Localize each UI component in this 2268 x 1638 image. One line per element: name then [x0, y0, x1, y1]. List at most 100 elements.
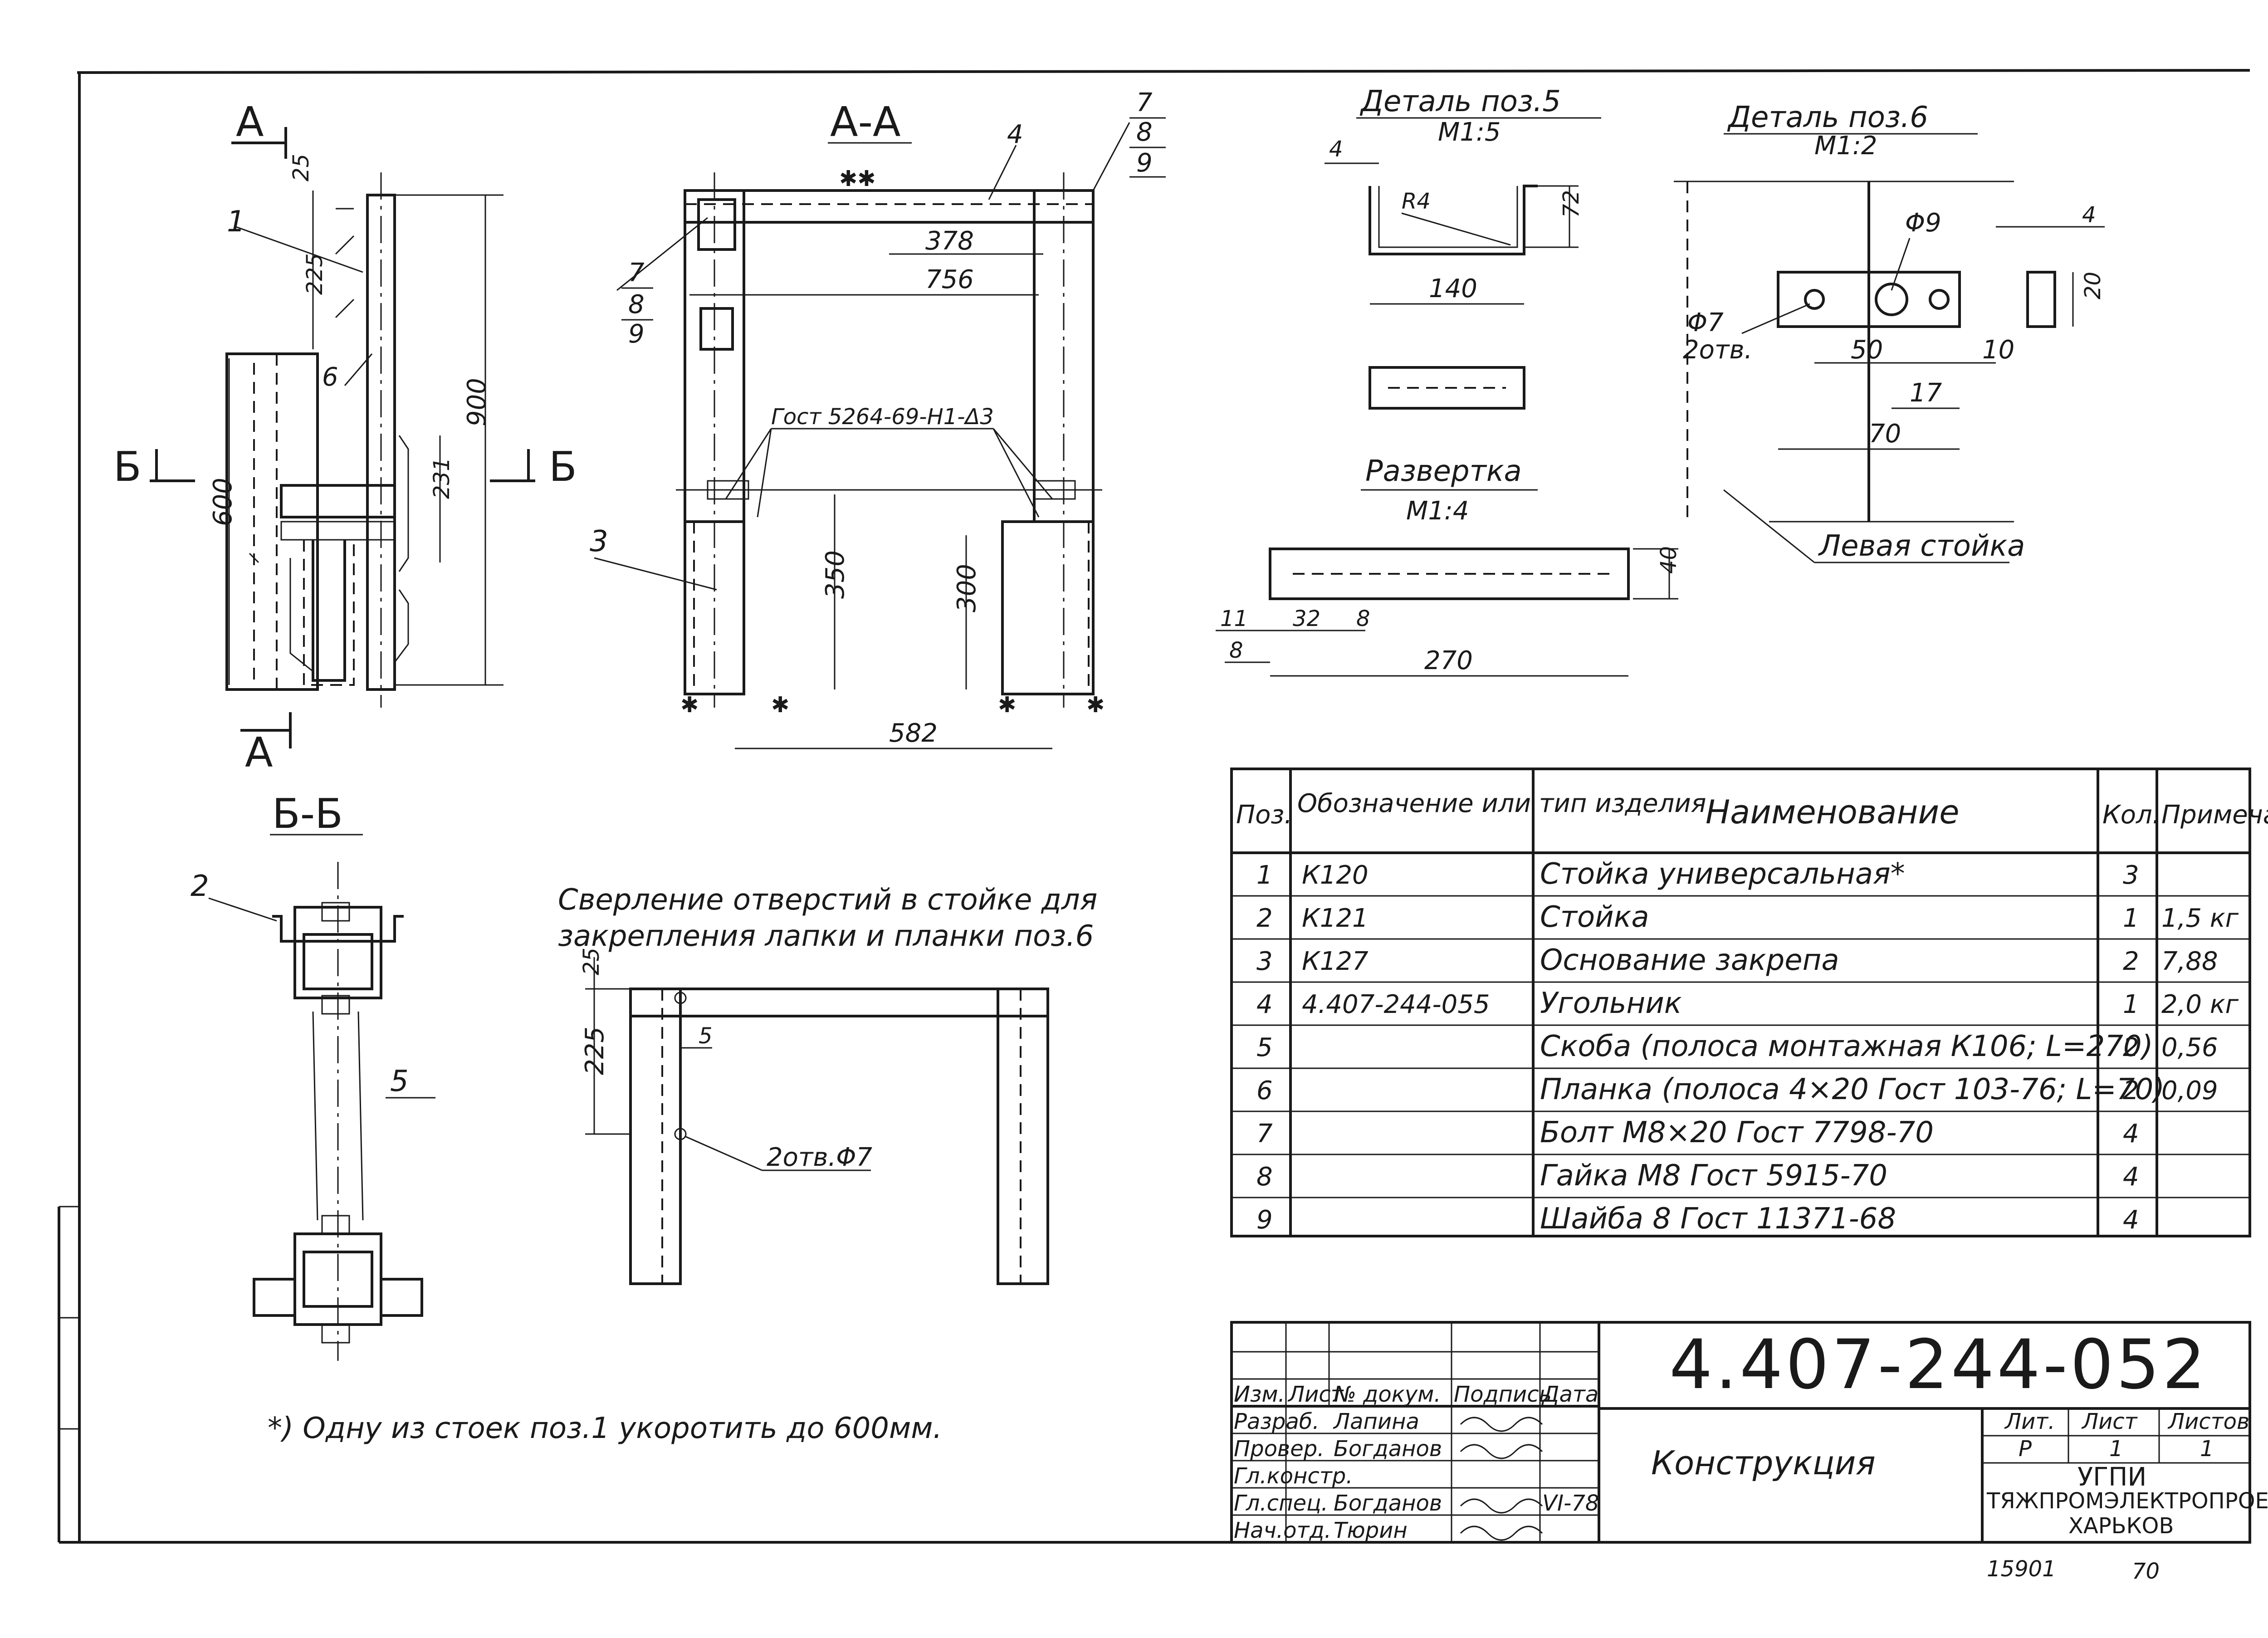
r-dim-40: 40: [1656, 546, 1681, 574]
pos-1-callout: 1: [227, 205, 245, 239]
spec-cell-r5-c5: 0,56: [2161, 1033, 2218, 1062]
section-aa-title: А-А: [830, 98, 901, 146]
section-bb-title: Б-Б: [272, 790, 343, 838]
dim-300: 300: [952, 564, 982, 612]
section-a-label-top: А: [236, 98, 264, 146]
signature-prover: [1460, 1444, 1543, 1459]
drill-dim-225: 225: [580, 1027, 610, 1075]
dim-582: 582: [889, 719, 938, 748]
d6-dim-phi7: Φ7: [1687, 308, 1724, 337]
r-dim-32: 32: [1293, 606, 1320, 631]
detail-pos-5: Деталь поз.5 М1:5 72 4 R4 140: [1325, 85, 1601, 410]
spec-header-designation: Обозначение или тип изделия: [1297, 789, 1706, 818]
tb-col-data: Дата: [1541, 1382, 1598, 1407]
spec-cell-r9-c3: Шайба 8 Гост 11371-68: [1540, 1202, 1896, 1236]
spec-cell-r3-c4: 2: [2123, 947, 2139, 976]
dim-231: 231: [429, 457, 455, 499]
detail-pos-6: Деталь поз.6 М1:2 Φ9 Φ7 2отв. 4 20 50 10…: [1674, 101, 2106, 563]
d6-dim-2otv: 2отв.: [1683, 335, 1752, 365]
tb-role-3: Гл.спец.: [1234, 1491, 1328, 1516]
razvertka-title: Развертка: [1365, 455, 1522, 488]
tb-role-1: Провер.: [1234, 1436, 1324, 1462]
tb-col-izm: Изм.: [1234, 1382, 1285, 1407]
spec-cell-r4-c1: 4: [1256, 990, 1273, 1019]
spec-cell-r5-c1: 5: [1256, 1033, 1273, 1062]
tb-lit-h: Лит.: [2004, 1409, 2055, 1434]
tb-col-list: Лист: [1287, 1382, 1344, 1407]
spec-cell-r9-c1: 9: [1256, 1205, 1273, 1235]
section-a-label-bottom: А: [245, 729, 273, 777]
r-dim-8b: 8: [1229, 638, 1243, 663]
spec-cell-r7-c3: Болт М8×20 Гост 7798-70: [1540, 1116, 1934, 1149]
detail6-scale: М1:2: [1814, 131, 1877, 161]
bb-pos-5-callout: 5: [390, 1065, 409, 1098]
d6-left-post-label: Левая стойка: [1818, 529, 2025, 563]
spec-cell-r9-c4: 4: [2123, 1205, 2139, 1235]
detail6-title: Деталь поз.6: [1727, 101, 1928, 134]
spec-cell-r3-c1: 3: [1256, 947, 1273, 976]
spec-cell-r1-c4: 3: [2123, 861, 2139, 890]
spec-cell-r6-c3: Планка (полоса 4×20 Гост 103-76; L=70): [1540, 1073, 2165, 1106]
dim-756: 756: [925, 265, 974, 294]
sheet-frame: [58, 69, 2250, 1544]
spec-cell-r4-c2: 4.407-244-055: [1302, 990, 1490, 1019]
dim-25: 25: [288, 154, 314, 181]
side-view: А 25 225 900 600 231 1: [113, 98, 577, 777]
spec-header-note: Примечание: [2161, 800, 2268, 830]
tb-doc-number: 4.407-244-052: [1669, 1325, 2208, 1404]
section-b-label-right: Б: [549, 443, 577, 491]
bolt-mark-2: ✱: [771, 692, 789, 718]
spec-cell-r2-c5: 1,5 кг: [2161, 904, 2239, 933]
tb-col-podp: Подпись: [1454, 1382, 1552, 1407]
spec-header-qty: Кол.: [2102, 800, 2160, 830]
razvertka-scale: М1:4: [1406, 496, 1469, 526]
tb-date: VI-78: [1542, 1491, 1599, 1516]
tb-role-0: Разраб.: [1234, 1409, 1320, 1434]
spec-cell-r1-c1: 1: [1256, 861, 1273, 890]
tb-listov-h: Листов: [2167, 1409, 2249, 1434]
spec-cell-r4-c3: Угольник: [1540, 987, 1682, 1020]
tb-org3: ХАРЬКОВ: [2068, 1513, 2174, 1539]
spec-cell-r8-c1: 8: [1256, 1162, 1273, 1192]
d6-dim-20: 20: [2080, 272, 2106, 299]
d5-dim-4: 4: [1329, 137, 1343, 162]
tb-listov: 1: [2200, 1436, 2214, 1462]
pos-7-left: 7: [628, 258, 645, 288]
d6-dim-50: 50: [1851, 335, 1883, 365]
spec-cell-r1-c2: К120: [1302, 861, 1369, 890]
tb-org2: ТЯЖПРОМЭЛЕКТРОПРОЕКТ: [1986, 1488, 2268, 1514]
section-a-a: А-А ✱ ✱ ✱ ✱ ✱✱ 378 756 350 30: [590, 88, 1166, 749]
section-b-b: Б-Б 2 5: [191, 790, 435, 1361]
tb-name-1: Богданов: [1334, 1436, 1442, 1462]
spec-cell-r7-c1: 7: [1256, 1119, 1273, 1149]
spec-cell-r2-c2: К121: [1302, 904, 1369, 933]
drill-note-line1: Сверление отверстий в стойке для: [558, 883, 1097, 917]
spec-cell-r1-c3: Стойка универсальная*: [1540, 857, 1905, 891]
drill-hole-note: 2отв.Φ7: [767, 1143, 872, 1172]
spec-table: Поз. Обозначение или тип изделия Наимено…: [1230, 768, 2268, 1237]
pos-7-right: 7: [1136, 88, 1153, 117]
tb-name: Конструкция: [1651, 1444, 1876, 1482]
dim-900: 900: [462, 378, 492, 426]
tb-col-ndoc: № докум.: [1332, 1382, 1441, 1407]
dim-225: 225: [302, 253, 327, 295]
spec-cell-r4-c5: 2,0 кг: [2161, 990, 2239, 1019]
tb-org1: УГПИ: [2077, 1462, 2146, 1492]
r-dim-270: 270: [1424, 646, 1473, 675]
dim-350: 350: [821, 550, 850, 599]
d5-dim-140: 140: [1429, 274, 1477, 303]
section-b-label-left: Б: [113, 443, 142, 491]
tb-list: 1: [2109, 1436, 2123, 1462]
d6-dim-phi9: Φ9: [1905, 208, 1941, 238]
spec-cell-r4-c4: 1: [2123, 990, 2139, 1019]
spec-cell-r8-c3: Гайка М8 Гост 5915-70: [1540, 1159, 1887, 1193]
spec-cell-r6-c5: 0,09: [2161, 1076, 2218, 1105]
margin-note-1: 15901: [1987, 1556, 2056, 1582]
detail5-title: Деталь поз.5: [1359, 85, 1561, 118]
spec-cell-r5-c4: 2: [2123, 1033, 2139, 1062]
drill-note-line2: закрепления лапки и планки поз.6: [558, 919, 1094, 953]
bolt-mark-1: ✱: [680, 692, 699, 718]
spec-cell-r2-c4: 1: [2123, 904, 2139, 933]
d5-dim-72: 72: [1559, 190, 1584, 218]
signature-glspec: [1460, 1498, 1543, 1514]
